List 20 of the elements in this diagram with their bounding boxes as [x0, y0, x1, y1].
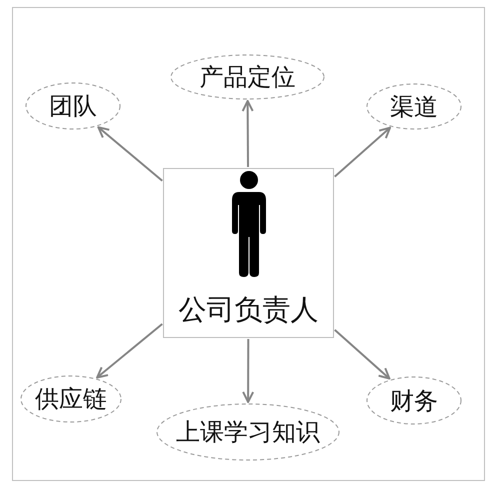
- dashed-ellipse: [366, 376, 462, 425]
- arrow: [334, 329, 390, 380]
- person-box: [163, 168, 334, 338]
- node-label: 上课学习知识: [176, 417, 320, 448]
- dashed-ellipse: [20, 375, 122, 423]
- dashed-ellipse: [366, 83, 462, 130]
- dashed-ellipse: [25, 82, 121, 130]
- arrow: [96, 323, 163, 379]
- node-label: 渠道: [390, 92, 438, 122]
- arrow: [242, 339, 254, 403]
- node-label: 公司负责人: [178, 292, 318, 328]
- node-label: 团队: [49, 91, 97, 122]
- dashed-ellipse: [156, 403, 340, 461]
- node-label: 产品定位: [200, 62, 296, 93]
- arrow: [334, 126, 392, 178]
- node-label: 财务: [390, 386, 438, 416]
- dashed-ellipse: [170, 54, 325, 100]
- arrow: [242, 100, 254, 167]
- arrow: [97, 126, 163, 182]
- node-label: 供应链: [35, 384, 107, 415]
